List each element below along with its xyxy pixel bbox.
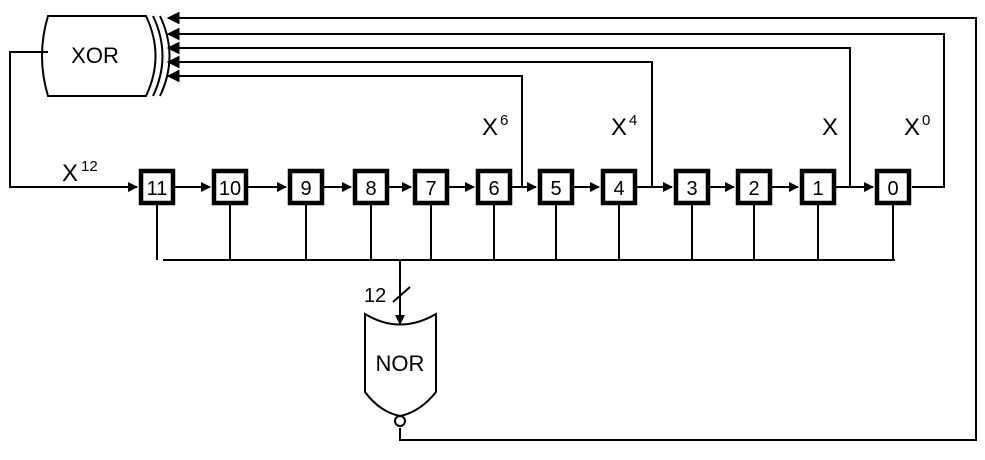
feedback-from-nor <box>166 11 977 441</box>
register-cell-label: 6 <box>488 178 499 200</box>
register-cell-label: 2 <box>748 178 759 200</box>
register-cell <box>412 168 450 206</box>
register-cell <box>673 168 711 206</box>
xor-gate: XOR <box>41 15 171 97</box>
xor-gate-back-curve-2 <box>159 15 171 97</box>
xor-gate-body <box>41 15 157 97</box>
feedback-from-x6 <box>166 69 523 187</box>
xor-output-line <box>9 51 138 192</box>
register-cell <box>138 168 176 206</box>
register-cell <box>475 168 513 206</box>
bus-width-label: 12 <box>364 285 386 307</box>
register-cell-label: 1 <box>812 178 823 200</box>
feedback-from-x0 <box>166 27 945 188</box>
register-cell-label: 5 <box>550 178 561 200</box>
register-cell-label: 9 <box>300 178 311 200</box>
register-cell <box>874 168 912 206</box>
register-cell-label: 3 <box>686 178 697 200</box>
feedback-lines <box>166 11 977 441</box>
nor-gate: NOR <box>364 312 437 427</box>
nor-label: NOR <box>376 351 425 376</box>
feedback-from-x1 <box>166 41 851 187</box>
register-cell <box>287 168 325 206</box>
register-cell-label: 11 <box>147 178 168 200</box>
register-cell-label: 8 <box>365 178 376 200</box>
register-cell-label: 10 <box>219 178 241 200</box>
xor-label: XOR <box>71 43 119 68</box>
register-cell <box>799 168 837 206</box>
register-cell <box>735 168 773 206</box>
bus-width-slash <box>392 286 411 303</box>
feedback-from-x4 <box>166 55 653 187</box>
register-cell <box>211 168 249 206</box>
xor-gate-back-curve-1 <box>152 15 164 97</box>
nor-gate-body <box>364 312 437 418</box>
register-cell <box>537 168 575 206</box>
register-cell <box>600 168 638 206</box>
nor-inverter-bubble <box>394 415 406 427</box>
register-cell-label: 0 <box>887 178 898 200</box>
tap-label-x: X <box>822 114 838 141</box>
register-cell <box>352 168 390 206</box>
register-cell-label: 7 <box>425 178 436 200</box>
register-cell-label: 4 <box>613 178 624 200</box>
